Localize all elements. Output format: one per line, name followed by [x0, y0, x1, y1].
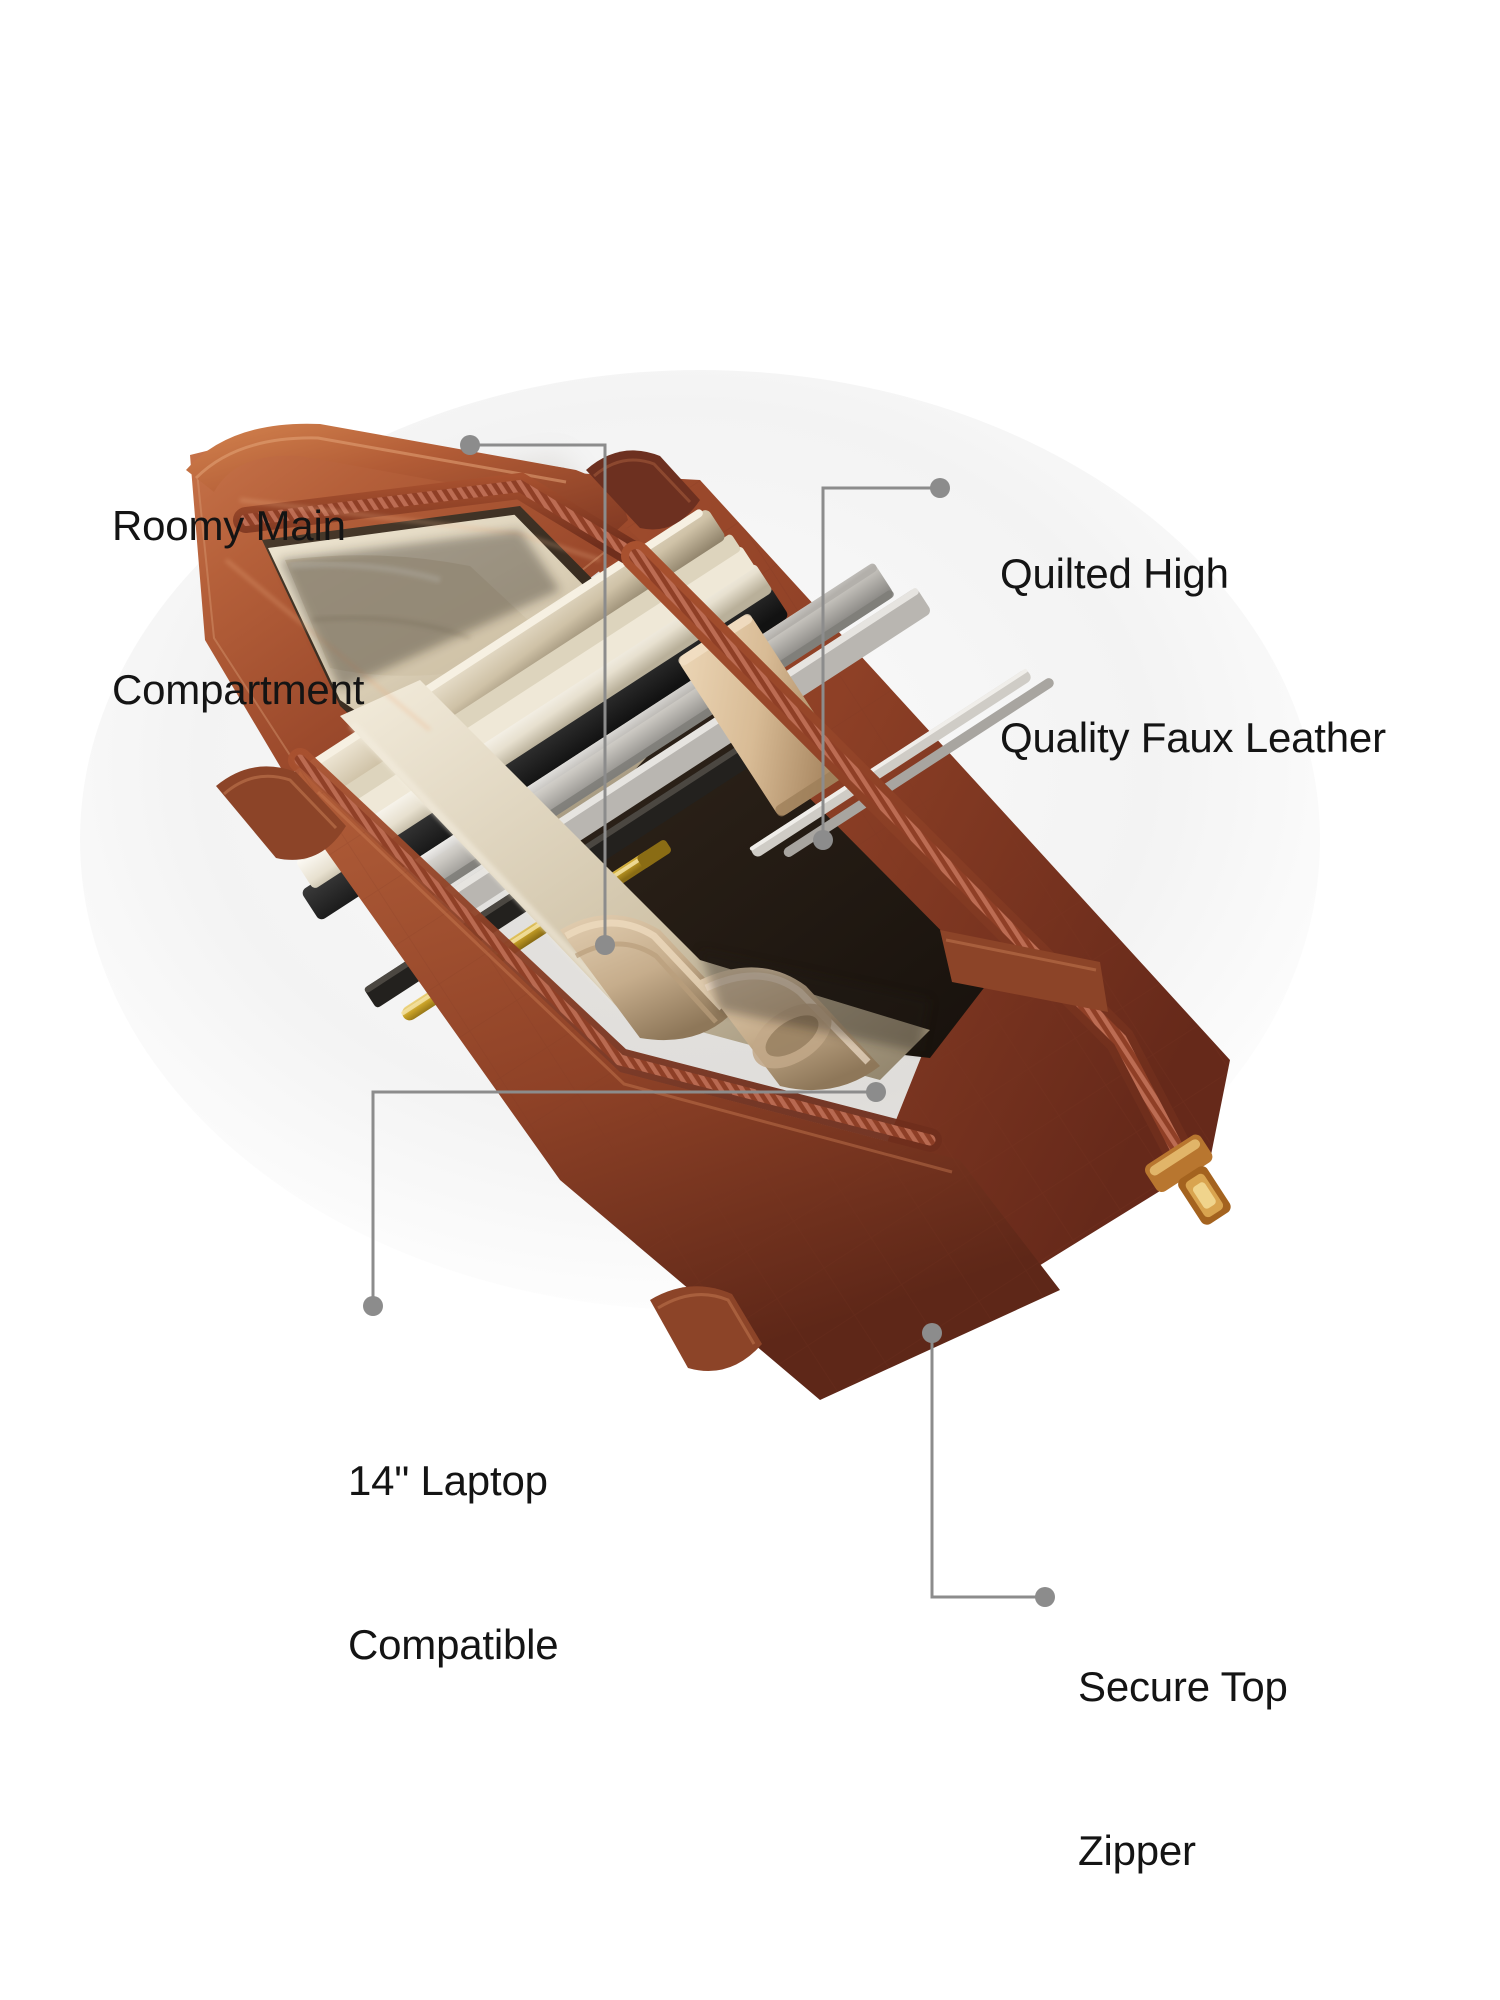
- callout-zipper-line-1: Secure Top: [1078, 1663, 1288, 1711]
- callout-roomy-line-1: Roomy Main: [112, 502, 346, 550]
- callout-quilted-line-1: Quilted High: [1000, 550, 1229, 598]
- callout-label-roomy-main-compartment: Roomy Main Compartment: [112, 390, 364, 827]
- callout-quilted-line-2: Quality Faux Leather: [1000, 713, 1386, 761]
- callout-label-quilted-faux-leather: Quilted High Quality Faux Leather: [1000, 438, 1386, 875]
- callout-label-laptop-compatible: 14" Laptop Compatible: [348, 1345, 559, 1782]
- callout-zipper-line-2: Zipper: [1078, 1826, 1196, 1874]
- callout-roomy-line-2: Compartment: [112, 665, 365, 713]
- callout-laptop-line-2: Compatible: [348, 1620, 559, 1668]
- callout-label-secure-top-zipper: Secure Top Zipper: [1078, 1551, 1288, 1988]
- callout-laptop-line-1: 14" Laptop: [348, 1457, 548, 1505]
